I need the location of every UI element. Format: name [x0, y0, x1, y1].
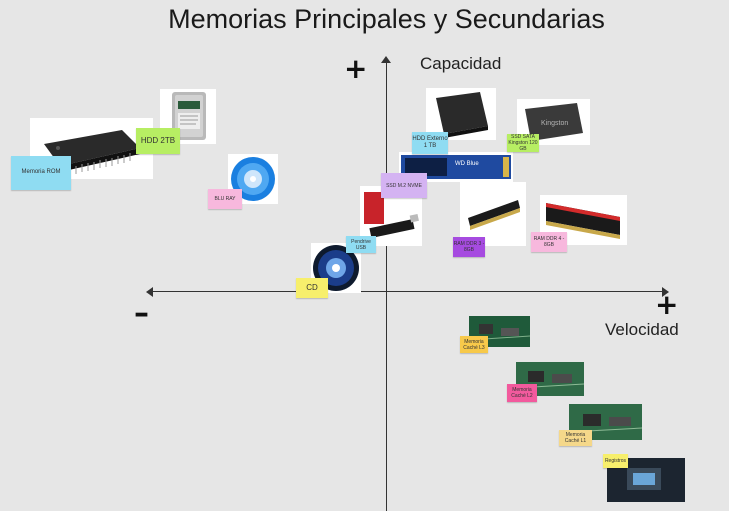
note-blu-ray[interactable]: BLU RAY	[208, 189, 242, 209]
note-hdd-externo[interactable]: HDD Externo 1 TB	[412, 132, 448, 154]
arrow-left-icon	[146, 287, 153, 297]
note-hdd-2tb[interactable]: HDD 2TB	[136, 128, 180, 154]
x-axis	[152, 291, 662, 292]
note-cache-l3[interactable]: Memoria Caché L3	[460, 336, 488, 353]
plus-right-sign: +	[655, 288, 679, 321]
note-registros[interactable]: Registros	[603, 454, 628, 468]
note-usb[interactable]: Pendrive USB	[346, 236, 376, 253]
arrow-right-icon	[662, 287, 669, 297]
note-ssd-nvme[interactable]: SSD M.2 NVME	[381, 173, 427, 198]
hdd-external-image[interactable]	[426, 88, 496, 140]
cache-l2-image[interactable]	[516, 362, 584, 396]
note-cache-l1[interactable]: Memoria Caché L1	[559, 430, 592, 446]
note-ssd-sata[interactable]: SSD SATA Kingston 120 GB	[507, 134, 539, 152]
plus-top-sign: +	[344, 52, 368, 85]
note-memoria-rom[interactable]: Memoria ROM	[11, 156, 71, 190]
note-ram-ddr3[interactable]: RAM DDR 3 - 8GB	[453, 237, 485, 257]
bluray-disc-image[interactable]	[228, 154, 278, 204]
y-axis-label: Capacidad	[420, 54, 502, 73]
ram-ddr3-image[interactable]	[460, 182, 526, 246]
svg-text:Kingston: Kingston	[541, 120, 568, 127]
arrow-up-icon	[381, 56, 391, 63]
minus-left-sign: –	[134, 296, 149, 331]
svg-text:WD Blue: WD Blue	[455, 161, 479, 167]
y-axis	[386, 62, 387, 511]
x-axis-label: Velocidad	[605, 320, 679, 339]
note-cd[interactable]: CD	[296, 278, 328, 298]
page-title: Memorias Principales y Secundarias	[168, 4, 605, 34]
note-ram-ddr4[interactable]: RAM DDR 4 - 8GB	[531, 232, 567, 252]
note-cache-l2[interactable]: Memoria Caché L2	[507, 384, 537, 402]
